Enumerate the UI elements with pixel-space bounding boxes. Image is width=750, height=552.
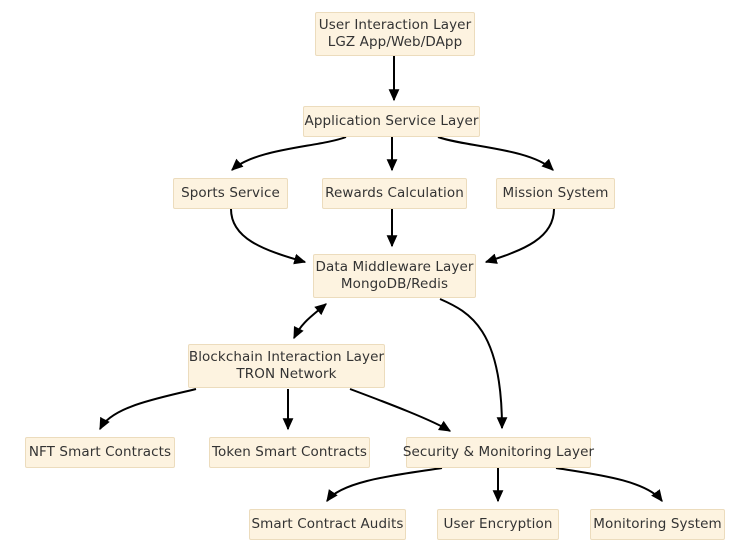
node-blockchain-interaction-layer[interactable]: Blockchain Interaction Layer TRON Networ… [188, 344, 385, 388]
node-label-line1: User Interaction Layer [318, 17, 472, 33]
node-label-line1: Token Smart Contracts [211, 444, 368, 460]
node-monitoring-system[interactable]: Monitoring System [590, 509, 725, 540]
node-label-line2: LGZ App/Web/DApp [327, 34, 463, 50]
edge-middleware-blockchain-bidirectional [293, 303, 327, 340]
node-label-line1: Rewards Calculation [325, 185, 464, 201]
node-data-middleware-layer[interactable]: Data Middleware Layer MongoDB/Redis [313, 254, 476, 298]
node-rewards-calculation[interactable]: Rewards Calculation [322, 178, 467, 209]
edge-blockchain-to-nft [99, 388, 197, 431]
node-application-service-layer[interactable]: Application Service Layer [303, 106, 480, 137]
edge-application-to-mission [437, 136, 554, 171]
node-token-smart-contracts[interactable]: Token Smart Contracts [209, 437, 370, 468]
node-sports-service[interactable]: Sports Service [173, 178, 288, 209]
edge-application-to-sports [231, 136, 347, 171]
node-nft-smart-contracts[interactable]: NFT Smart Contracts [25, 437, 175, 468]
node-label-line1: Sports Service [181, 185, 280, 201]
node-smart-contract-audits[interactable]: Smart Contract Audits [249, 509, 406, 540]
node-security-monitoring-layer[interactable]: Security & Monitoring Layer [402, 437, 595, 468]
edge-blockchain-to-security [349, 388, 452, 432]
node-label-line1: Blockchain Interaction Layer [188, 349, 385, 365]
node-label-line1: NFT Smart Contracts [28, 444, 172, 460]
node-user-interaction-layer[interactable]: User Interaction Layer LGZ App/Web/DApp [315, 12, 475, 56]
edge-mission-to-middleware [484, 208, 555, 264]
node-label-line1: Mission System [502, 185, 609, 201]
edge-middleware-to-security [439, 298, 508, 430]
node-label-line1: Smart Contract Audits [251, 516, 404, 532]
node-label-line1: Application Service Layer [304, 113, 479, 129]
node-user-encryption[interactable]: User Encryption [437, 509, 559, 540]
node-label-line1: Security & Monitoring Layer [402, 444, 595, 460]
edge-sports-to-middleware [230, 208, 307, 265]
node-label-line1: Data Middleware Layer [315, 259, 474, 275]
edge-security-to-audits [326, 467, 443, 502]
node-mission-system[interactable]: Mission System [496, 178, 615, 209]
node-label-line1: User Encryption [443, 516, 553, 532]
node-label-line2: TRON Network [236, 366, 337, 382]
node-label-line2: MongoDB/Redis [340, 276, 449, 292]
node-label-line1: Monitoring System [593, 516, 722, 532]
edge-security-to-monitoring [555, 467, 663, 502]
